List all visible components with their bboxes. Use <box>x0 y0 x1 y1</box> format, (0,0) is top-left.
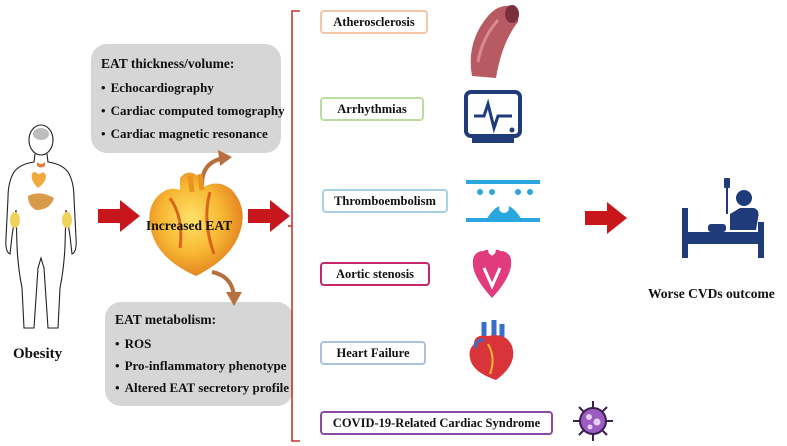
eat-thickness-title: EAT thickness/volume: <box>101 56 235 71</box>
bracket-line <box>288 10 300 442</box>
worse-cvds-outcome-label: Worse CVDs outcome <box>648 286 775 301</box>
metabolism-item: •Pro-inflammatory phenotype <box>115 358 287 373</box>
obesity-label: Obesity <box>13 346 63 362</box>
outcome-heart-failure: Heart Failure <box>320 341 426 365</box>
eat-heart-icon <box>149 172 243 276</box>
anatomical-heart-icon <box>469 320 514 380</box>
arrow-obesity-to-eat <box>98 200 140 232</box>
human-body-icon <box>5 124 77 329</box>
thickness-item: •Cardiac magnetic resonance <box>101 126 268 141</box>
heart-valve-icon <box>472 249 512 298</box>
outcome-arrhythmias: Arrhythmias <box>320 97 424 121</box>
thickness-item: •Cardiac computed tomography <box>101 103 285 118</box>
curved-arrow-down <box>211 270 242 306</box>
thrombus-vessel-icon <box>466 180 540 222</box>
outcome-atherosclerosis: Atherosclerosis <box>320 10 428 34</box>
ecg-monitor-icon <box>464 90 522 143</box>
eat-thickness-box: EAT thickness/volume: •Echocardiography … <box>91 44 285 153</box>
outcome-aortic-stenosis: Aortic stenosis <box>320 262 430 286</box>
virus-icon <box>573 401 613 441</box>
metabolism-item: •ROS <box>115 336 152 351</box>
metabolism-item: •Altered EAT secretory profile <box>115 380 290 395</box>
hospital-bed-icon <box>682 178 764 258</box>
outcome-covid-cardiac-syndrome: COVID-19-Related Cardiac Syndrome <box>320 411 553 435</box>
thickness-item: •Echocardiography <box>101 80 214 95</box>
outcome-thromboembolism: Thromboembolism <box>322 189 448 213</box>
eat-metabolism-title: EAT metabolism: <box>115 312 217 327</box>
eat-metabolism-box: EAT metabolism: •ROS •Pro-inflammatory p… <box>105 302 293 406</box>
arrow-to-final-outcome <box>585 202 627 234</box>
artery-icon <box>470 5 519 78</box>
arrow-eat-to-outcomes <box>248 200 290 232</box>
increased-eat-label: Increased EAT <box>146 218 233 233</box>
